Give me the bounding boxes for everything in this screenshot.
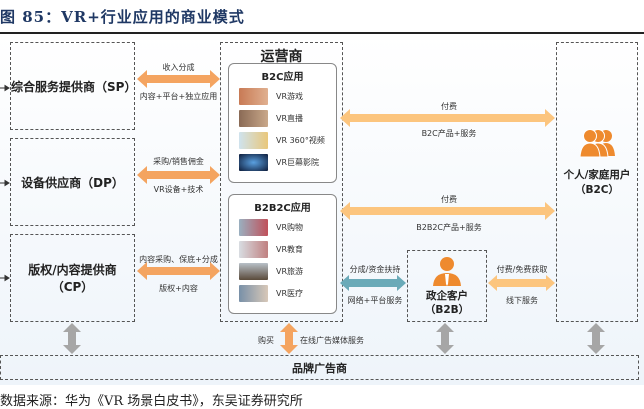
offline-arrow bbox=[488, 275, 555, 291]
business-user-icon bbox=[433, 257, 461, 286]
dp-box: 设备供应商（DP） bbox=[10, 138, 135, 226]
app-item: VR游戏 bbox=[239, 85, 336, 107]
app-thumbnail bbox=[239, 131, 268, 149]
app-thumbnail bbox=[239, 109, 268, 127]
operator-box bbox=[220, 42, 343, 322]
app-item: VR巨幕影院 bbox=[239, 151, 336, 173]
b2b2c-flow-top: 付费 bbox=[441, 195, 457, 204]
cp-ad-arrow bbox=[63, 323, 81, 354]
b2c-flow-top: 付费 bbox=[441, 102, 457, 111]
b2c-apps-box: B2C应用 VR游戏 VR直播 VR 360°视频 VR巨幕影院 bbox=[228, 63, 337, 183]
b2c-apps-title: B2C应用 bbox=[261, 72, 304, 83]
dp-operator-arrow bbox=[137, 166, 220, 184]
title-rule bbox=[0, 32, 644, 34]
operator-title: 运营商 bbox=[260, 49, 303, 65]
b2b-flow-top: 分成/资金扶持 bbox=[349, 265, 401, 274]
ad-operator-arrow bbox=[280, 323, 298, 354]
b2b-ad-arrow bbox=[436, 323, 454, 354]
cp-label: 版权/内容提供商（CP） bbox=[28, 263, 117, 294]
b2b2c-arrow bbox=[340, 202, 555, 220]
dp-flow-bottom: VR设备+技术 bbox=[153, 185, 204, 194]
b2b2c-apps-box: B2B2C应用 VR购物 VR教育 VR旅游 VR医疗 bbox=[228, 194, 337, 314]
app-thumbnail bbox=[239, 153, 268, 171]
ad-flow-right: 在线广告媒体服务 bbox=[300, 336, 364, 345]
b2b-flow-bottom: 网络+平台服务 bbox=[347, 296, 403, 305]
app-thumbnail bbox=[239, 87, 268, 105]
consumer-label: 个人/家庭用户（B2C） bbox=[563, 169, 631, 196]
business-box bbox=[407, 250, 487, 322]
users-icon bbox=[580, 129, 615, 158]
advertiser-label: 品牌广告商 bbox=[292, 362, 347, 375]
sp-operator-arrow bbox=[137, 70, 220, 88]
cp-box: 版权/内容提供商（CP） bbox=[10, 234, 135, 322]
b2c-ad-arrow bbox=[587, 323, 605, 354]
app-item: VR医疗 bbox=[239, 282, 336, 304]
app-thumbnail bbox=[239, 240, 268, 258]
cp-flow-bottom: 版权+内容 bbox=[159, 284, 198, 293]
b2c-arrow bbox=[340, 109, 555, 127]
dp-flow-top: 采购/销售佣金 bbox=[153, 157, 204, 166]
b2b2c-flow-bottom: B2B2C产品+服务 bbox=[416, 223, 482, 232]
sp-flow-top: 收入分成 bbox=[162, 63, 195, 72]
ad-flow-left: 购买 bbox=[258, 336, 274, 345]
app-thumbnail bbox=[239, 218, 268, 236]
consumer-box bbox=[556, 42, 638, 322]
cp-operator-arrow bbox=[137, 262, 220, 280]
b2b2c-apps-title: B2B2C应用 bbox=[254, 203, 311, 214]
app-thumbnail bbox=[239, 284, 268, 302]
app-thumbnail bbox=[239, 262, 268, 280]
sp-label: 综合服务提供商（SP） bbox=[11, 79, 137, 94]
dp-label: 设备供应商（DP） bbox=[21, 175, 124, 190]
sp-box: 综合服务提供商（SP） bbox=[10, 42, 137, 130]
app-item: VR教育 bbox=[239, 238, 336, 260]
b2c-flow-bottom: B2C产品+服务 bbox=[421, 129, 477, 138]
sp-flow-bottom: 内容+平台+独立应用 bbox=[139, 92, 218, 101]
source-note: 数据来源：华为《VR 场景白皮书》，东吴证券研究所 bbox=[0, 394, 303, 409]
offline-flow-top: 付费/免费获取 bbox=[496, 265, 548, 274]
cp-flow-top: 内容采购、保底+分成 bbox=[139, 255, 218, 264]
business-label: 政企客户（B2B） bbox=[424, 290, 470, 316]
b2b-arrow bbox=[340, 275, 406, 291]
figure-title: 图 85：VR+行业应用的商业模式 bbox=[0, 8, 245, 26]
app-item: VR直播 bbox=[239, 107, 336, 129]
app-item: VR 360°视频 bbox=[239, 129, 336, 151]
app-item: VR旅游 bbox=[239, 260, 336, 282]
app-item: VR购物 bbox=[239, 216, 336, 238]
offline-flow-bottom: 线下服务 bbox=[506, 296, 538, 305]
advertiser-box bbox=[0, 355, 639, 380]
